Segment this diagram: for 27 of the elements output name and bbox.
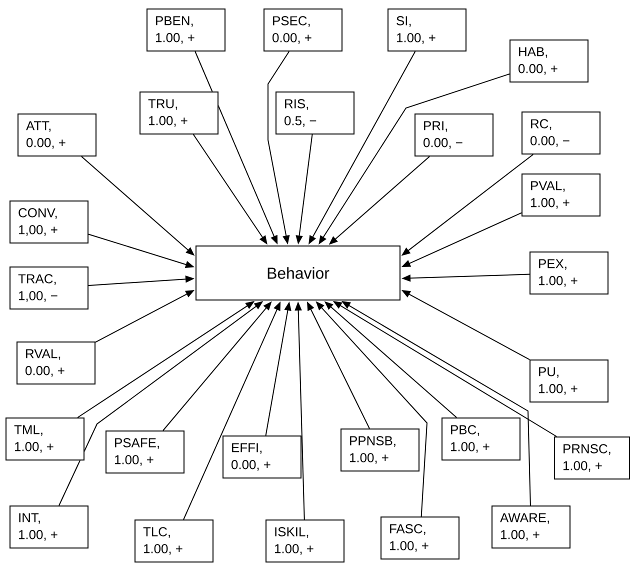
factor-box: TML, 1.00, + (6, 418, 84, 460)
factor-box: SI, 1.00, + (388, 8, 466, 52)
factor-box: FASC, 1.00, + (380, 516, 460, 560)
factor-box: EFFI, 0.00, + (222, 436, 302, 478)
factor-box: PU, 1.00, + (530, 360, 608, 402)
factor-box: PBC, 1.00, + (442, 418, 520, 460)
factor-box: RVAL, 0.00, + (16, 342, 96, 384)
factor-box: PRNSC, 1.00, + (554, 436, 630, 480)
factor-box: PPNSB, 1.00, + (340, 428, 420, 472)
factor-box: PSEC, 0.00, + (264, 8, 342, 52)
factor-box: TRU, 1.00, + (140, 92, 218, 134)
factor-box: HAB, 0.00, + (510, 40, 588, 82)
factor-box: TRAC, 1,00, − (10, 266, 88, 310)
factor-box: PVAL, 1.00, + (522, 174, 600, 216)
factor-box: RIS, 0.5, − (276, 92, 354, 134)
factor-box: PSAFE, 1.00, + (106, 430, 184, 474)
factor-box: PEX, 1.00, + (530, 252, 608, 294)
factor-box: ISKIL, 1.00, + (266, 520, 344, 562)
factor-box: TLC, 1.00, + (134, 520, 214, 562)
central-box: Behavior (196, 246, 400, 300)
factor-box: PRI, 0.00, − (414, 114, 494, 156)
factor-box: ATT, 0.00, + (18, 114, 96, 156)
factor-box: CONV, 1,00, + (10, 200, 88, 244)
factor-box: INT, 1.00, + (10, 506, 88, 548)
factor-box: AWARE, 1.00, + (492, 506, 570, 548)
factor-box: PBEN, 1.00, + (146, 8, 226, 52)
factor-box: RC, 0.00, − (522, 112, 600, 154)
